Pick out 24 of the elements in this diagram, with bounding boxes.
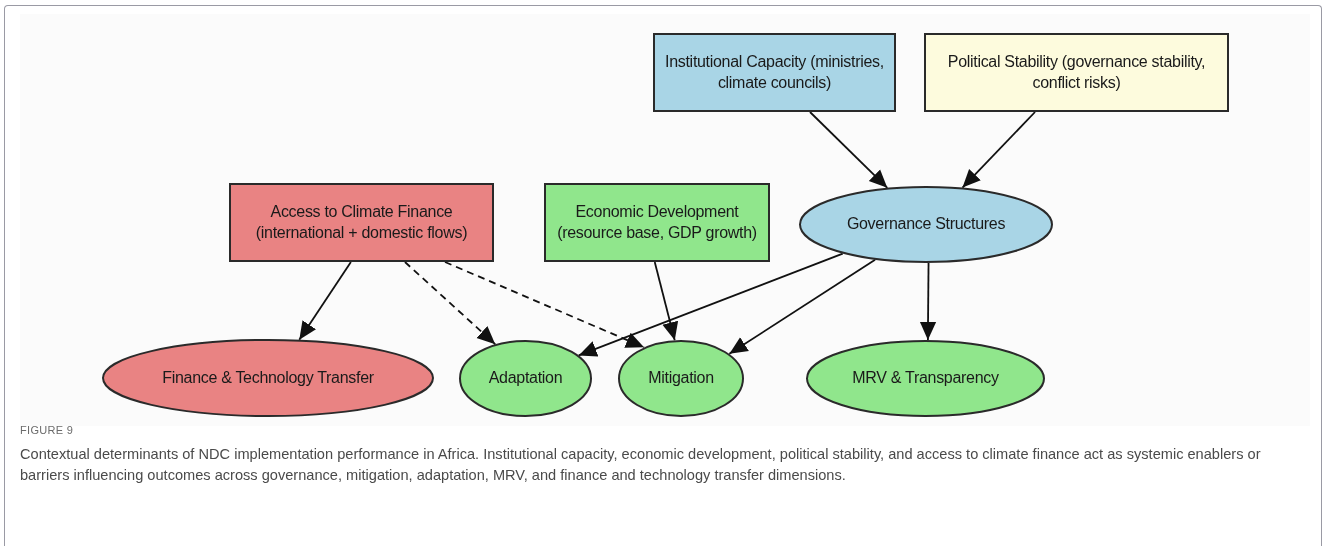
arrow — [961, 111, 1036, 189]
figure-caption: Contextual determinants of NDC implementation performance in Africa. Institutional capacity, economic development, political stability, and access to climate finance act as systemic enablers or barriers influencing outcomes across governance, mitigation, adaptation, MRV, and finance and technology transfer dimensions. — [20, 445, 1262, 485]
factor-box — [924, 33, 1229, 112]
factor-box — [229, 183, 494, 262]
node-label: Economic Development (resource base, GDP growth) — [556, 201, 758, 243]
node-label: Institutional Capacity (ministries, climate councils) — [665, 51, 884, 93]
figure-number: FIGURE 9 — [20, 424, 74, 436]
dashed-arrow — [444, 261, 645, 349]
arrow — [577, 252, 844, 357]
arrow — [653, 261, 679, 342]
node-label: Adaptation — [488, 368, 563, 389]
arrow — [919, 262, 937, 341]
node-label: Mitigation — [648, 368, 714, 389]
node-label: Governance Structures — [846, 214, 1006, 235]
factor-box — [653, 33, 896, 112]
arrow — [809, 111, 889, 189]
factor-box — [544, 183, 770, 262]
node-label: Finance & Technology Transfer — [162, 367, 374, 388]
node-label: Access to Climate Finance (international + domestic flows) — [254, 201, 469, 243]
node-label: MRV & Transparency — [852, 368, 999, 389]
arrow — [728, 258, 876, 355]
node-label: Political Stability (governance stability, conflict risks) — [946, 51, 1207, 93]
dashed-arrow — [404, 261, 497, 346]
arrow — [298, 261, 352, 341]
